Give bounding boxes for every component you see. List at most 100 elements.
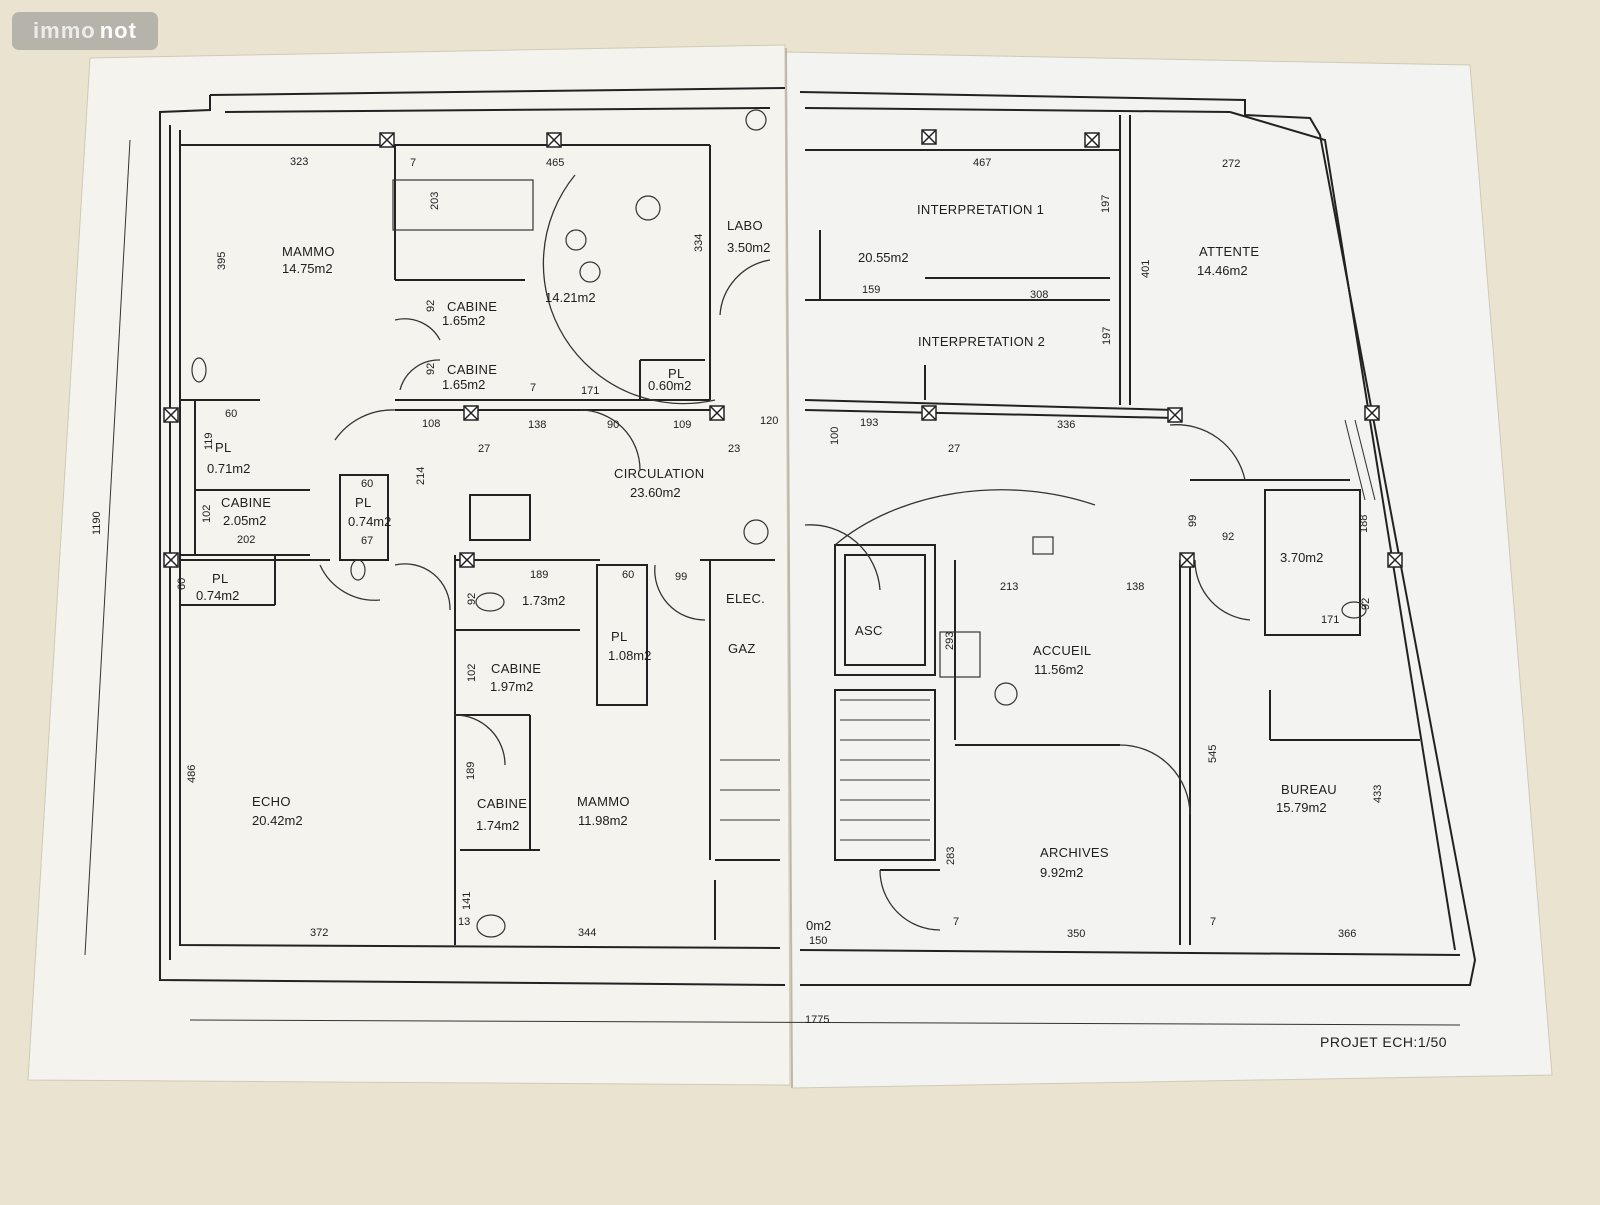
room-area: 0.60m2 bbox=[648, 378, 691, 393]
room-area: 15.79m2 bbox=[1276, 800, 1327, 815]
dimension-label: 188 bbox=[1358, 515, 1370, 533]
dimension-label: 102 bbox=[466, 664, 478, 682]
walls bbox=[159, 87, 1477, 986]
overall-dimension-lines bbox=[84, 139, 1461, 1026]
dimension-label: 350 bbox=[1067, 928, 1085, 940]
room-area: 9.92m2 bbox=[1040, 865, 1083, 880]
room-labels: MAMMO 14.75m2 14.21m2 CABINE 1.65m2 CABI… bbox=[196, 202, 1337, 933]
dimension-label: 92 bbox=[425, 363, 437, 375]
room-area: 0.71m2 bbox=[207, 461, 250, 476]
room-name: GAZ bbox=[728, 641, 756, 656]
dimension-label: 323 bbox=[290, 156, 308, 168]
room-name: CABINE bbox=[477, 796, 527, 811]
dimension-label: 433 bbox=[1372, 785, 1384, 803]
room-area: 2.05m2 bbox=[223, 513, 266, 528]
dimension-label: 90 bbox=[607, 419, 619, 431]
overall-width-dim: 1775 bbox=[805, 1014, 829, 1026]
room-area: 11.56m2 bbox=[1034, 662, 1084, 677]
dimension-label: 99 bbox=[675, 571, 687, 583]
dimension-label: 108 bbox=[422, 418, 440, 430]
dimension-label: 189 bbox=[465, 762, 477, 780]
dimension-label: 214 bbox=[415, 467, 427, 485]
dimension-label: 27 bbox=[478, 443, 490, 455]
dimension-label: 171 bbox=[581, 385, 599, 397]
room-name: MAMMO bbox=[577, 794, 630, 809]
dimension-label: 23 bbox=[728, 443, 740, 455]
room-name: PL bbox=[668, 366, 685, 381]
right-sheet bbox=[784, 51, 1553, 1089]
room-area: 1.73m2 bbox=[522, 593, 565, 608]
room-area: 3.50m2 bbox=[727, 240, 770, 255]
room-name: ASC bbox=[855, 623, 883, 638]
dimension-label: 272 bbox=[1222, 158, 1240, 170]
room-name: INTERPRETATION 1 bbox=[917, 202, 1044, 217]
dimension-label: 308 bbox=[1030, 289, 1048, 301]
room-name: CIRCULATION bbox=[614, 466, 704, 481]
room-area: 0.74m2 bbox=[348, 514, 391, 529]
room-name: PL bbox=[611, 629, 628, 644]
dimension-label: 150 bbox=[809, 935, 827, 947]
title-block: PROJET ECH:1/50 bbox=[1320, 1034, 1447, 1050]
dimension-label: 102 bbox=[201, 505, 213, 523]
dimension-label: 336 bbox=[1057, 419, 1075, 431]
fixtures bbox=[191, 109, 1367, 938]
dimension-label: 202 bbox=[237, 534, 255, 546]
dimension-label: 344 bbox=[578, 927, 596, 939]
room-name: CABINE bbox=[221, 495, 271, 510]
room-area: 20.42m2 bbox=[252, 813, 303, 828]
dimension-label: 67 bbox=[361, 535, 373, 547]
dimension-label: 13 bbox=[458, 916, 470, 928]
dimension-label: 545 bbox=[1207, 745, 1219, 763]
stairs bbox=[720, 419, 1376, 841]
watermark-part1: immo bbox=[33, 18, 96, 43]
dimension-label: 283 bbox=[945, 847, 957, 865]
dimension-label: 7 bbox=[1210, 916, 1216, 928]
room-area: 23.60m2 bbox=[630, 485, 681, 500]
dimension-label: 197 bbox=[1101, 327, 1113, 345]
room-name: ELEC. bbox=[726, 591, 765, 606]
dimension-label: 293 bbox=[944, 632, 956, 650]
dimension-label: 60 bbox=[225, 408, 237, 420]
dimension-label: 171 bbox=[1321, 614, 1339, 626]
room-area: 1.65m2 bbox=[442, 313, 485, 328]
left-sheet bbox=[27, 44, 791, 1086]
dimension-label: 138 bbox=[1126, 581, 1144, 593]
room-area: 0m2 bbox=[806, 918, 831, 933]
room-area: 20.55m2 bbox=[858, 250, 909, 265]
dimension-label: 7 bbox=[410, 157, 416, 169]
room-area: 3.70m2 bbox=[1280, 550, 1323, 565]
dimension-label: 334 bbox=[693, 234, 705, 252]
dimension-label: 7 bbox=[530, 382, 536, 394]
dimension-label: 60 bbox=[622, 569, 634, 581]
dimension-label: 109 bbox=[673, 419, 691, 431]
room-area: 11.98m2 bbox=[578, 813, 628, 828]
dimension-label: 203 bbox=[429, 192, 441, 210]
dimension-label: 141 bbox=[461, 892, 473, 910]
dimension-label: 197 bbox=[1100, 195, 1112, 213]
dimension-label: 213 bbox=[1000, 581, 1018, 593]
dimension-label: 193 bbox=[860, 417, 878, 429]
room-name: ECHO bbox=[252, 794, 291, 809]
dimension-label: 92 bbox=[1360, 598, 1372, 610]
overall-height-dim: 1190 bbox=[91, 511, 103, 535]
dimension-label: 119 bbox=[203, 432, 215, 450]
dimension-label: 60 bbox=[176, 578, 188, 590]
room-name: BUREAU bbox=[1281, 782, 1337, 797]
room-name: PL bbox=[212, 571, 229, 586]
column-markers bbox=[163, 129, 1403, 568]
room-area: 14.46m2 bbox=[1197, 263, 1248, 278]
room-name: LABO bbox=[727, 218, 763, 233]
dimension-label: 189 bbox=[530, 569, 548, 581]
dimension-label: 486 bbox=[186, 765, 198, 783]
dimension-label: 7 bbox=[953, 916, 959, 928]
dimension-label: 92 bbox=[425, 300, 437, 312]
dimension-label: 27 bbox=[948, 443, 960, 455]
room-name: PL bbox=[355, 495, 372, 510]
room-name: CABINE bbox=[447, 362, 497, 377]
room-area: 1.65m2 bbox=[442, 377, 485, 392]
door-swings bbox=[319, 174, 1251, 931]
room-name: CABINE bbox=[491, 661, 541, 676]
dimension-label: 60 bbox=[361, 478, 373, 490]
